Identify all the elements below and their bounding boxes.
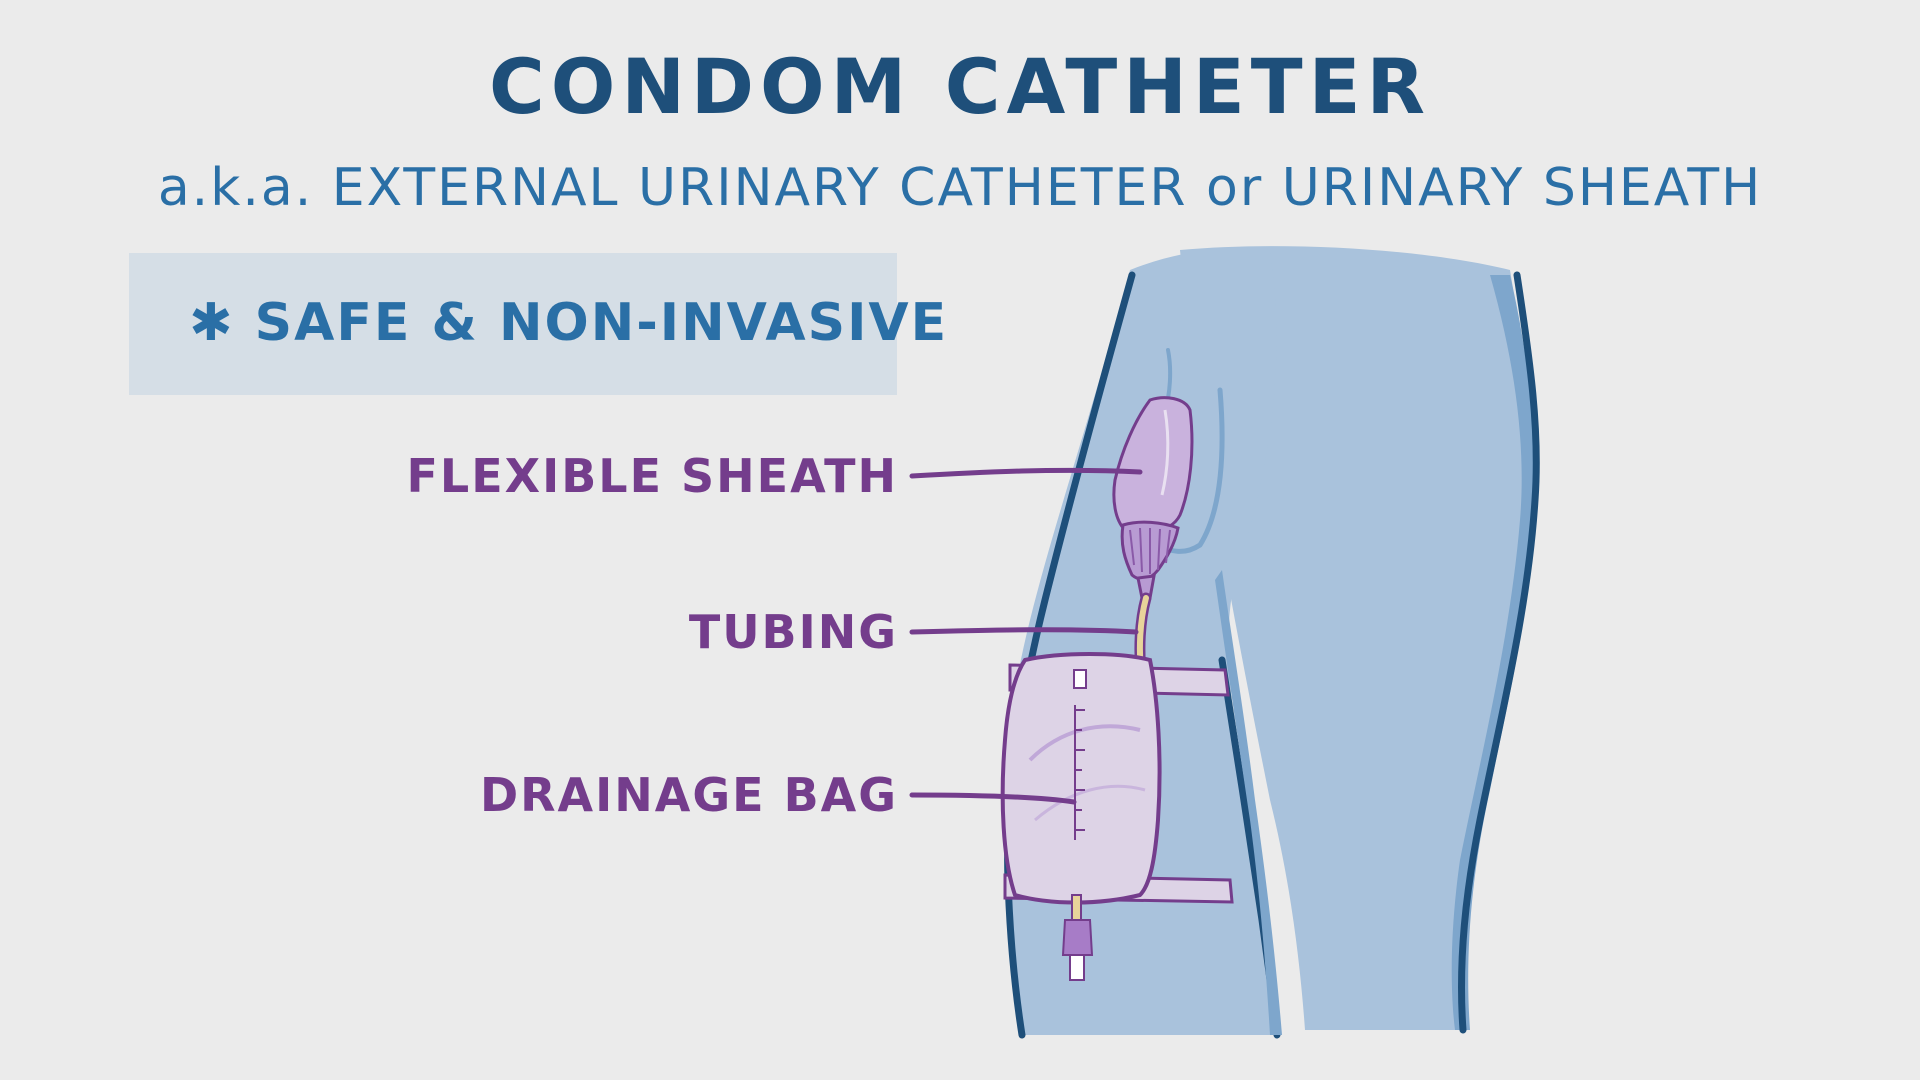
flexible-sheath [1112,396,1194,600]
groin-crease [1157,387,1225,554]
label-tubing: TUBING [688,605,898,659]
sheath-leader-line [909,467,1143,479]
diagram-title: CONDOM CATHETER [488,42,1432,131]
note-text: ✱ SAFE & NON-INVASIVE [189,293,949,353]
back-leg-outline [1458,271,1540,1034]
note-box: ✱ SAFE & NON-INVASIVE [129,253,946,395]
front-leg-inner-shade [1215,570,1282,1035]
tubing-leader-line [909,627,1139,635]
diagram-subtitle: a.k.a. EXTERNAL URINARY CATHETER or URIN… [157,158,1763,218]
label-flexible-sheath: FLEXIBLE SHEATH [406,449,898,503]
bag-leader-line [909,792,1077,805]
drainage-bag [1000,652,1162,905]
label-drainage-bag: DRAINAGE BAG [479,768,898,822]
drain-valve [1061,894,1094,981]
